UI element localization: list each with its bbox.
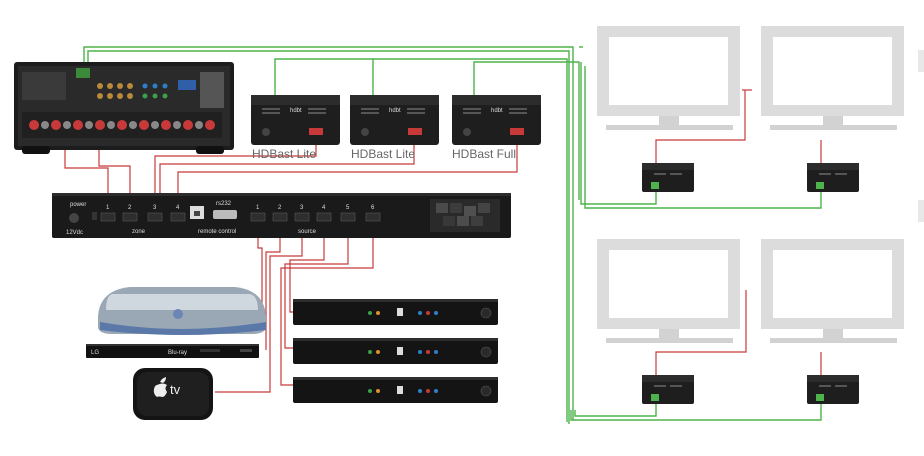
- tv-receiver-1: [642, 163, 694, 192]
- set-top-box-3: [293, 377, 498, 403]
- svg-text:hdbt: hdbt: [389, 108, 401, 114]
- extender-1-label: HDBast Lite: [252, 147, 317, 161]
- set-top-box-1: [293, 299, 498, 325]
- extender-2: hdbt: [350, 95, 439, 145]
- source-ports: 1 2 3 4 5 6 source: [250, 205, 381, 235]
- cat-cables: [83, 46, 822, 424]
- source-port-5: 5: [346, 205, 350, 211]
- zone-port-4: 4: [176, 205, 180, 211]
- zone-port-3: 3: [153, 205, 157, 211]
- router: [98, 287, 266, 335]
- source-port-4: 4: [322, 205, 326, 211]
- source-label: source: [298, 229, 317, 235]
- extender-3-label: HDBast Full: [452, 147, 517, 161]
- extender-3: hdbt: [452, 95, 541, 145]
- tv-monitor-3: [597, 239, 740, 343]
- zone-port-1: 1: [106, 205, 110, 211]
- av-receiver: [14, 62, 234, 154]
- tv-monitor-4: [761, 239, 904, 343]
- svg-text:hdbt: hdbt: [491, 108, 503, 114]
- power-label: power: [70, 202, 86, 208]
- source-port-1: 1: [256, 205, 260, 211]
- hdmi-matrix: power 12Vdc 1 2 3 4 zone rs232 remote co…: [52, 193, 511, 238]
- zone-ports: 1 2 3 4 zone: [100, 205, 186, 235]
- extender-2-label: HDBast Lite: [351, 147, 416, 161]
- set-top-box-2: [293, 338, 498, 364]
- zone-label: zone: [132, 229, 146, 235]
- source-port-6: 6: [371, 205, 375, 211]
- remote-control-label: remote control: [198, 229, 236, 235]
- tv-receiver-3: [642, 375, 694, 404]
- rs232-label: rs232: [216, 201, 232, 207]
- tv-receiver-4: [807, 375, 859, 404]
- bluray-logo: Blu-ray: [168, 350, 187, 356]
- tv-receiver-2: [807, 163, 859, 192]
- svg-text:hdbt: hdbt: [290, 108, 302, 114]
- source-port-3: 3: [300, 205, 304, 211]
- dc-label: 12Vdc: [66, 230, 83, 236]
- tv-monitor-1: [597, 26, 740, 130]
- apple-tv-text: tv: [170, 382, 181, 397]
- source-port-2: 2: [278, 205, 282, 211]
- tv-monitor-2: [761, 26, 904, 130]
- zone-port-2: 2: [128, 205, 132, 211]
- hdmi-cables: [64, 89, 822, 393]
- apple-tv: tv: [133, 368, 213, 420]
- bluray-brand: LG: [91, 350, 99, 356]
- extender-1: hdbt: [251, 95, 340, 145]
- blurred-logo: [430, 199, 500, 232]
- bluray-player: LG Blu-ray: [86, 344, 259, 358]
